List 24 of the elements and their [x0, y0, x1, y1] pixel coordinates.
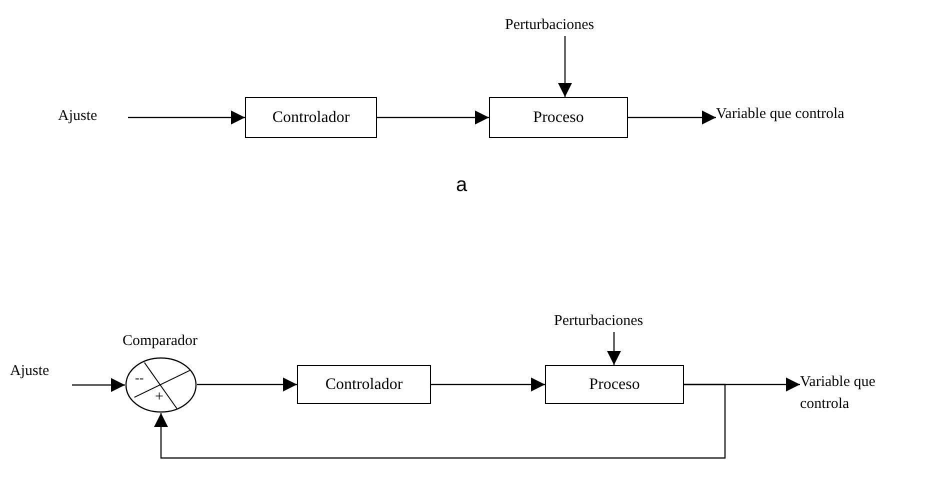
node-caption: Comparador — [122, 332, 198, 351]
arrow — [628, 110, 716, 124]
arrow — [197, 378, 297, 392]
arrow — [607, 332, 621, 365]
signal-label: Perturbaciones — [505, 14, 625, 36]
arrow — [377, 110, 489, 124]
signal-label: Ajuste — [58, 105, 128, 129]
signal-label: Variable que controla — [716, 103, 866, 147]
comparator-circle — [125, 357, 197, 413]
signal-label: Variable que controla — [800, 371, 920, 419]
arrow — [128, 110, 245, 124]
arrow — [72, 378, 125, 392]
signal-label: Perturbaciones — [554, 310, 674, 332]
process-box: Controlador — [297, 365, 431, 404]
sign-label: + — [155, 390, 164, 405]
arrow — [558, 36, 572, 97]
arrow — [154, 384, 726, 459]
process-box: Proceso — [489, 97, 628, 138]
process-box: Proceso — [545, 365, 684, 404]
signal-label: Ajuste — [10, 360, 72, 385]
sign-label: -- — [135, 371, 144, 384]
figure-label: a — [456, 173, 468, 198]
arrow — [431, 378, 545, 392]
process-box: Controlador — [245, 97, 377, 138]
